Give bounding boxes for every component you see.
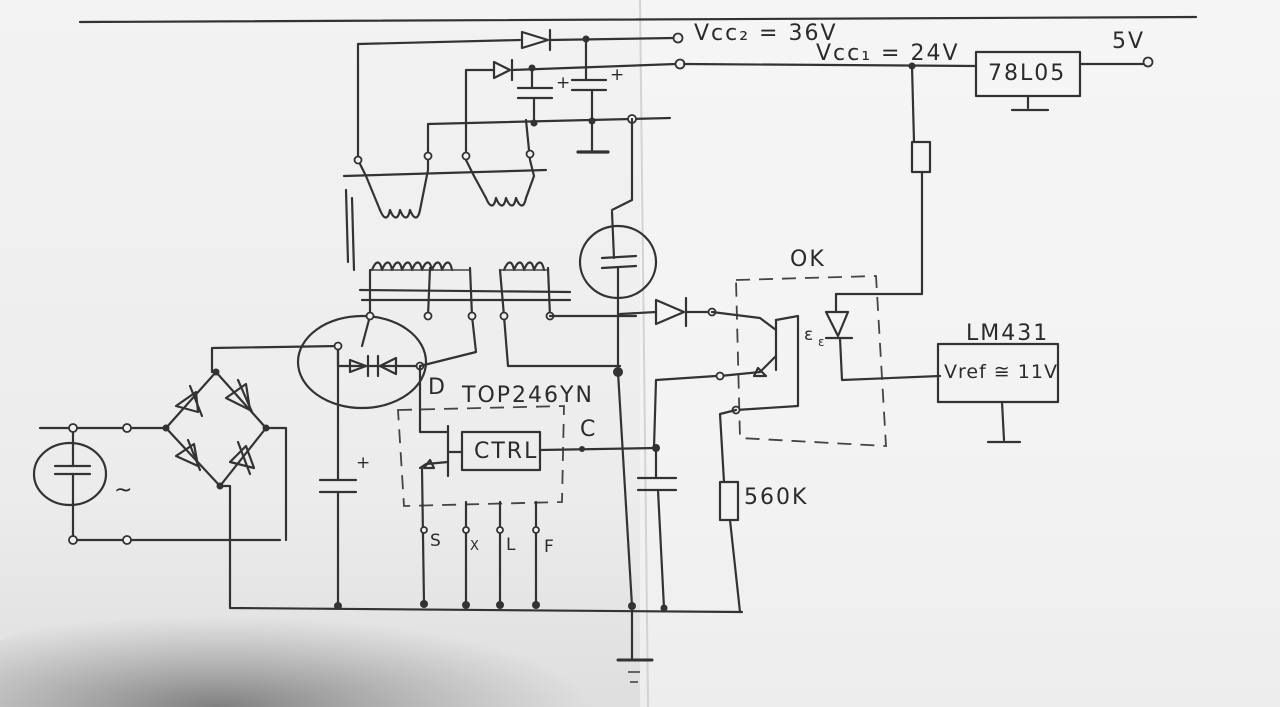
secondary-winding-1 (378, 208, 422, 219)
resistor-560k: 560K (718, 480, 808, 614)
cap2-plus: + (610, 65, 625, 85)
secondary-winding-2 (484, 196, 528, 207)
cap1-plus: + (556, 73, 571, 93)
svg-text:ε: ε (818, 335, 826, 349)
transformer (342, 42, 638, 368)
pin-f-label: F (544, 537, 555, 557)
optocoupler: OK ε ε (652, 247, 942, 484)
pin-c-label: C (580, 417, 597, 442)
pin-d-label: D (428, 375, 447, 400)
ok-label: OK (790, 247, 826, 272)
vcc2-label: Vcc₂ = 36V (694, 21, 838, 46)
ac-source: ~ (32, 426, 134, 542)
ac-source-circle (32, 441, 108, 507)
top-rule (78, 15, 1198, 24)
switcher-label: TOP246YN (461, 383, 594, 408)
resistor-label: 560K (744, 485, 808, 510)
ctrl-label: CTRL (474, 439, 538, 464)
pin-x-label: X (470, 539, 480, 554)
pin-l-label: L (506, 535, 516, 555)
clamp-circle (296, 314, 428, 410)
vref-label: Vref ≅ 11V (944, 361, 1058, 383)
input-wiring (38, 423, 282, 545)
lm431-label: LM431 (966, 321, 1049, 346)
ac-symbol: ~ (114, 478, 134, 503)
lighter-page (640, 0, 1280, 707)
vcc1-rail: Vcc₁ = 24V 78L05 5V (682, 29, 1154, 296)
bulk-cap-plus: + (356, 453, 371, 473)
regulator-label: 78L05 (988, 61, 1066, 86)
pin-s-label: S (430, 531, 442, 551)
lm431: LM431 Vref ≅ 11V (936, 321, 1060, 444)
clamp-circuit (296, 314, 428, 410)
control-capacitor (636, 444, 678, 612)
vcc1-label: Vcc₁ = 24V (816, 41, 960, 66)
bridge-rectifier (162, 344, 744, 614)
output-5v-label: 5V (1112, 29, 1145, 54)
top246yn: D TOP246YN CTRL C S X L F (397, 364, 658, 609)
led-arrows: ε (804, 325, 814, 345)
shunt-element (578, 210, 658, 683)
output-stage: + + Vcc₂ = 36V (356, 21, 838, 212)
bulk-capacitor: + (318, 344, 371, 610)
lm431-box (936, 342, 1060, 404)
hand-shadow (0, 555, 620, 707)
